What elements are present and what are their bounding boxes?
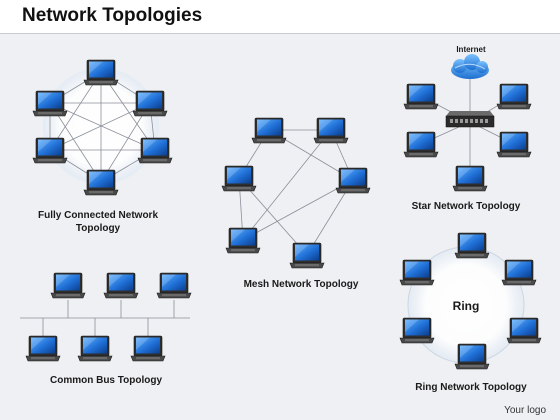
bus-links (20, 300, 190, 336)
laptop-icon (313, 117, 349, 144)
star-label: Star Network Topology (411, 201, 521, 212)
laptop-icon (50, 272, 86, 299)
page-title: Network Topologies (22, 5, 203, 26)
laptop-icon (132, 90, 168, 117)
fully-connected-group (32, 59, 173, 196)
mesh-group (221, 117, 371, 269)
laptop-icon (403, 83, 439, 110)
laptop-icon (403, 131, 439, 158)
laptop-icon (103, 272, 139, 299)
laptop-icon (496, 131, 532, 158)
laptop-icon (156, 272, 192, 299)
laptop-icon (289, 242, 325, 269)
cloud-icon (451, 54, 489, 79)
laptop-icon (32, 90, 68, 117)
title-bar: Network Topologies (0, 0, 560, 34)
laptop-icon (454, 343, 490, 370)
logo-text: Your logo (504, 405, 546, 416)
laptop-icon (83, 169, 119, 196)
laptop-icon (399, 259, 435, 286)
laptop-icon (496, 83, 532, 110)
laptop-icon (251, 117, 287, 144)
laptop-icon (77, 335, 113, 362)
ring-group (399, 232, 542, 370)
laptop-icon (225, 227, 261, 254)
laptop-icon (454, 232, 490, 259)
laptop-icon (221, 165, 257, 192)
star-group (403, 54, 532, 192)
laptop-icon (335, 167, 371, 194)
bus-label: Common Bus Topology (49, 375, 163, 386)
internet-label: Internet (456, 45, 486, 54)
laptop-icon (32, 137, 68, 164)
laptop-icon (399, 317, 435, 344)
laptop-icon (501, 259, 537, 286)
laptop-icon (452, 165, 488, 192)
switch-icon (445, 111, 495, 128)
laptop-icon (83, 59, 119, 86)
fully-connected-label: Fully Connected Network Topology (37, 210, 158, 234)
ring-label: Ring Network Topology (415, 382, 527, 393)
laptop-icon (25, 335, 61, 362)
ring-center-label: Ring (452, 299, 480, 313)
laptop-icon (130, 335, 166, 362)
bus-group (20, 272, 192, 362)
mesh-label: Mesh Network Topology (243, 279, 359, 290)
laptop-icon (506, 317, 542, 344)
laptop-icon (137, 137, 173, 164)
